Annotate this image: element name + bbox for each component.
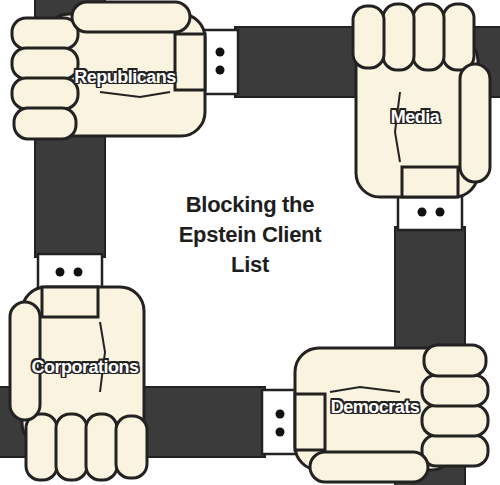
cufflink-dot (436, 208, 445, 217)
hand-label: Republicans (74, 67, 176, 88)
cufflink-dot (418, 208, 427, 217)
hand-wrist (42, 287, 98, 317)
cufflink-dot (74, 268, 83, 277)
cufflink-dot (216, 66, 225, 75)
hand-node: Republicans (10, 2, 222, 142)
hand-node: Democrats (278, 342, 490, 482)
cufflink-dot (56, 268, 65, 277)
hand-finger (14, 108, 76, 139)
hand-finger (12, 78, 78, 109)
hand-thumb (72, 2, 190, 32)
knuckle-crease (330, 387, 400, 392)
hand-finger (422, 435, 488, 466)
hand-finger (383, 4, 414, 70)
hand-wrist (175, 34, 205, 90)
hand-wrist (295, 394, 325, 450)
hand-finger (443, 4, 474, 70)
hand-wrist (402, 167, 458, 197)
hand-shape (10, 287, 147, 480)
knuckle-crease (100, 92, 170, 97)
hand-node: Corporations (10, 270, 150, 482)
cufflink-dot (216, 48, 225, 57)
hand-label: Democrats (331, 397, 420, 418)
hand-finger (424, 345, 486, 376)
hand-thumb (310, 452, 428, 482)
hand-finger (26, 414, 57, 480)
hand-finger (116, 416, 147, 478)
center-caption: Blocking the Epstein Client List (160, 190, 340, 280)
knuckle-crease (395, 92, 400, 162)
hand-finger (56, 414, 87, 480)
cufflink-dot (276, 410, 285, 419)
hand-thumb (460, 64, 490, 182)
hand-shape (12, 2, 205, 139)
hand-label: Corporations (31, 357, 138, 378)
hand-finger (86, 414, 117, 480)
hand-label: Media (391, 107, 440, 128)
hand-finger (422, 405, 488, 436)
hand-finger (353, 6, 384, 68)
hand-node: Media (350, 2, 490, 214)
hand-shape (353, 4, 490, 197)
hand-shape (295, 345, 488, 482)
hand-finger (413, 4, 444, 70)
hand-finger (12, 48, 78, 79)
cufflink-dot (276, 428, 285, 437)
hand-finger (12, 18, 78, 49)
hand-finger (422, 375, 488, 406)
